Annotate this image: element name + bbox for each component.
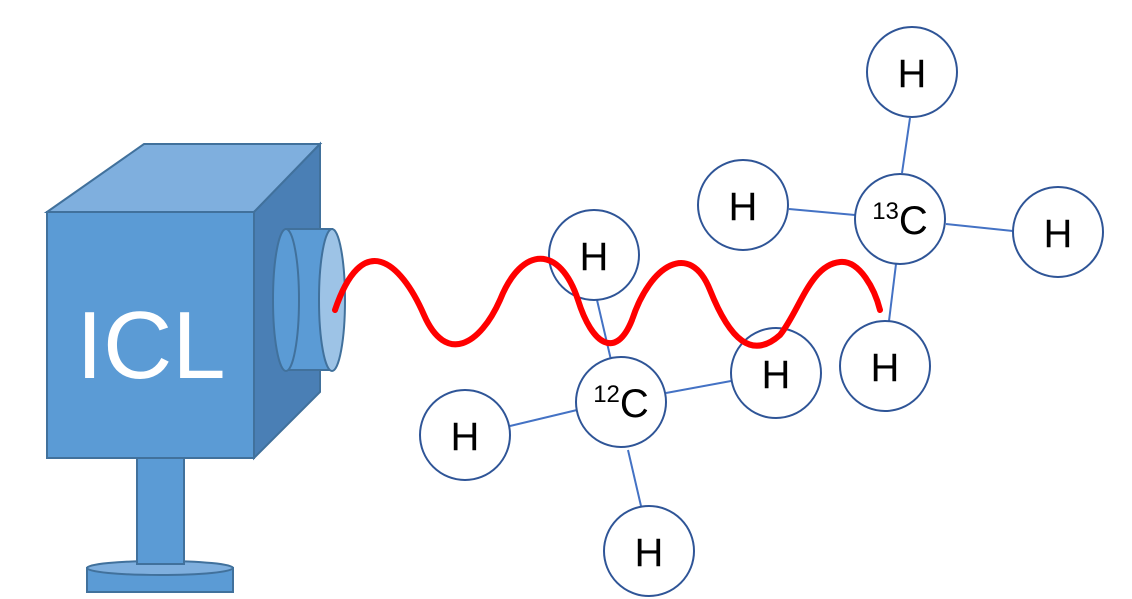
laser-beam-wave: [332, 255, 883, 349]
bond-13c-h-right: [945, 223, 1014, 232]
bond-12c-h-right: [665, 380, 732, 394]
hydrogen-label: H: [762, 353, 791, 397]
hydrogen-label: H: [580, 235, 609, 279]
hydrogen-label: H: [871, 346, 900, 390]
hydrogen-13c-right: H: [1012, 186, 1104, 278]
hydrogen-label: H: [635, 531, 664, 575]
hydrogen-label: H: [729, 185, 758, 229]
bond-12c-h-bottom: [627, 449, 642, 507]
bond-12c-h-top: [596, 299, 612, 361]
hydrogen-12c-right: H: [730, 327, 822, 419]
carbon-12: 12C: [575, 356, 667, 448]
hydrogen-label: H: [898, 52, 927, 96]
svg-text:12C: 12C: [593, 381, 649, 426]
bond-13c-h-bottom: [888, 263, 897, 322]
hydrogen-label: H: [451, 415, 480, 459]
carbon-13: 13C: [854, 173, 946, 265]
hydrogen-label: H: [1044, 212, 1073, 256]
molecule-12c: H H H H 12C: [419, 209, 822, 597]
molecule-13c: H H H H 13C: [697, 26, 1104, 412]
hydrogen-13c-left: H: [697, 159, 789, 251]
bond-13c-h-left: [788, 208, 856, 216]
device-base: [86, 560, 234, 593]
lens-face: [318, 228, 346, 372]
hydrogen-13c-top: H: [866, 26, 958, 118]
hydrogen-12c-top: H: [548, 209, 640, 301]
carbon-symbol: C: [899, 199, 928, 243]
bond-13c-h-top: [901, 117, 911, 174]
carbon-mass-number: 13: [872, 198, 899, 225]
bond-12c-h-left: [509, 409, 578, 427]
device-front-face: [46, 211, 255, 459]
hydrogen-13c-bottom: H: [839, 320, 931, 412]
lens-barrel: [272, 228, 346, 372]
svg-text:13C: 13C: [872, 198, 928, 243]
carbon-mass-number: 12: [593, 381, 620, 408]
hydrogen-12c-left: H: [419, 389, 511, 481]
carbon-symbol: C: [620, 382, 649, 426]
icl-laser-device: ICL: [43, 141, 346, 593]
hydrogen-12c-bottom: H: [603, 505, 695, 597]
device-label: ICL: [76, 292, 225, 399]
device-stand: [136, 455, 185, 565]
